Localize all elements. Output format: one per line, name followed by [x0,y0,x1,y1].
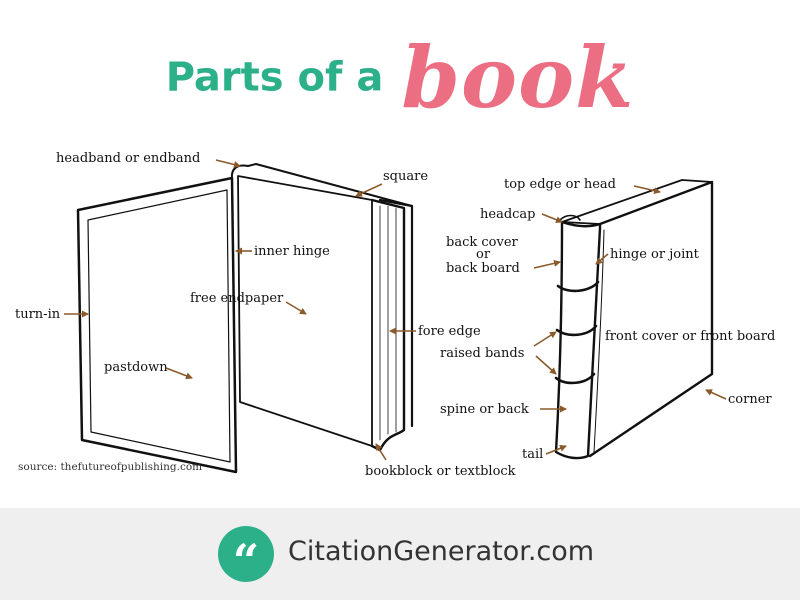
label-corner: corner [728,392,772,407]
quote-marks-icon: “ [232,534,260,588]
label-hinge-joint: hinge or joint [610,247,700,262]
arrow-headband [215,159,241,168]
open-fore-edge-lines [379,205,397,441]
arrow-bookblock [375,443,387,461]
open-flyleaf [237,175,373,447]
arrow-top-edge [633,185,661,195]
arrow-hinge-joint [595,253,609,265]
footer-banner: “ CitationGenerator.com [0,508,800,600]
label-raised-bands: raised bands [440,346,524,361]
closed-band-3 [554,372,596,385]
open-front-cover [76,176,238,474]
arrow-tail [545,444,567,455]
arrow-corner [705,389,727,400]
arrow-pastdown [165,367,193,380]
arrow-free-endpaper [285,301,307,315]
arrow-raised-bands-1 [533,331,557,347]
label-turn-in: turn-in [15,307,61,322]
closed-band-1 [556,280,600,293]
label-fore-edge: fore edge [418,324,481,339]
label-headcap: headcap [480,207,536,222]
arrow-raised-bands-2 [535,355,557,375]
label-back-cover-2: or [476,247,491,262]
arrow-headcap [541,213,563,224]
label-tail: tail [522,447,543,462]
closed-front-cover [588,180,714,458]
source-credit: source: thefutureofpublishing.com [18,461,202,473]
label-spine: spine or back [440,402,529,417]
page-title: Parts of a book [0,28,800,128]
open-book-drawing [76,163,414,474]
label-group: headband or endband square inner hinge f… [15,151,775,479]
closed-book-drawing [554,179,714,460]
book-parts-diagram: headband or endband square inner hinge f… [15,151,775,479]
label-bookblock: bookblock or textblock [365,464,516,479]
label-free-endpaper: free endpaper [190,291,284,306]
label-top-edge: top edge or head [504,177,616,192]
label-front-cover: front cover or front board [605,329,775,344]
arrow-square [355,183,383,197]
open-back-board-edge [378,198,414,428]
title-text: Parts of a [165,54,384,101]
label-square: square [383,169,428,184]
label-pastdown: pastdown [104,360,168,375]
title-script-word: book [401,28,635,127]
closed-band-2 [555,324,598,337]
arrow-back-cover [533,259,561,269]
brand-name: CitationGenerator.com [288,536,595,567]
closed-hinge-line [593,229,605,453]
label-inner-hinge: inner hinge [254,244,330,259]
label-headband: headband or endband [56,151,200,166]
open-cover-inner-line [87,189,231,463]
label-back-cover-1: back cover [446,235,519,250]
brand-logo: “ [218,526,274,588]
closed-spine [554,220,602,460]
label-back-cover-3: back board [446,261,520,276]
arrow-group [64,159,727,461]
